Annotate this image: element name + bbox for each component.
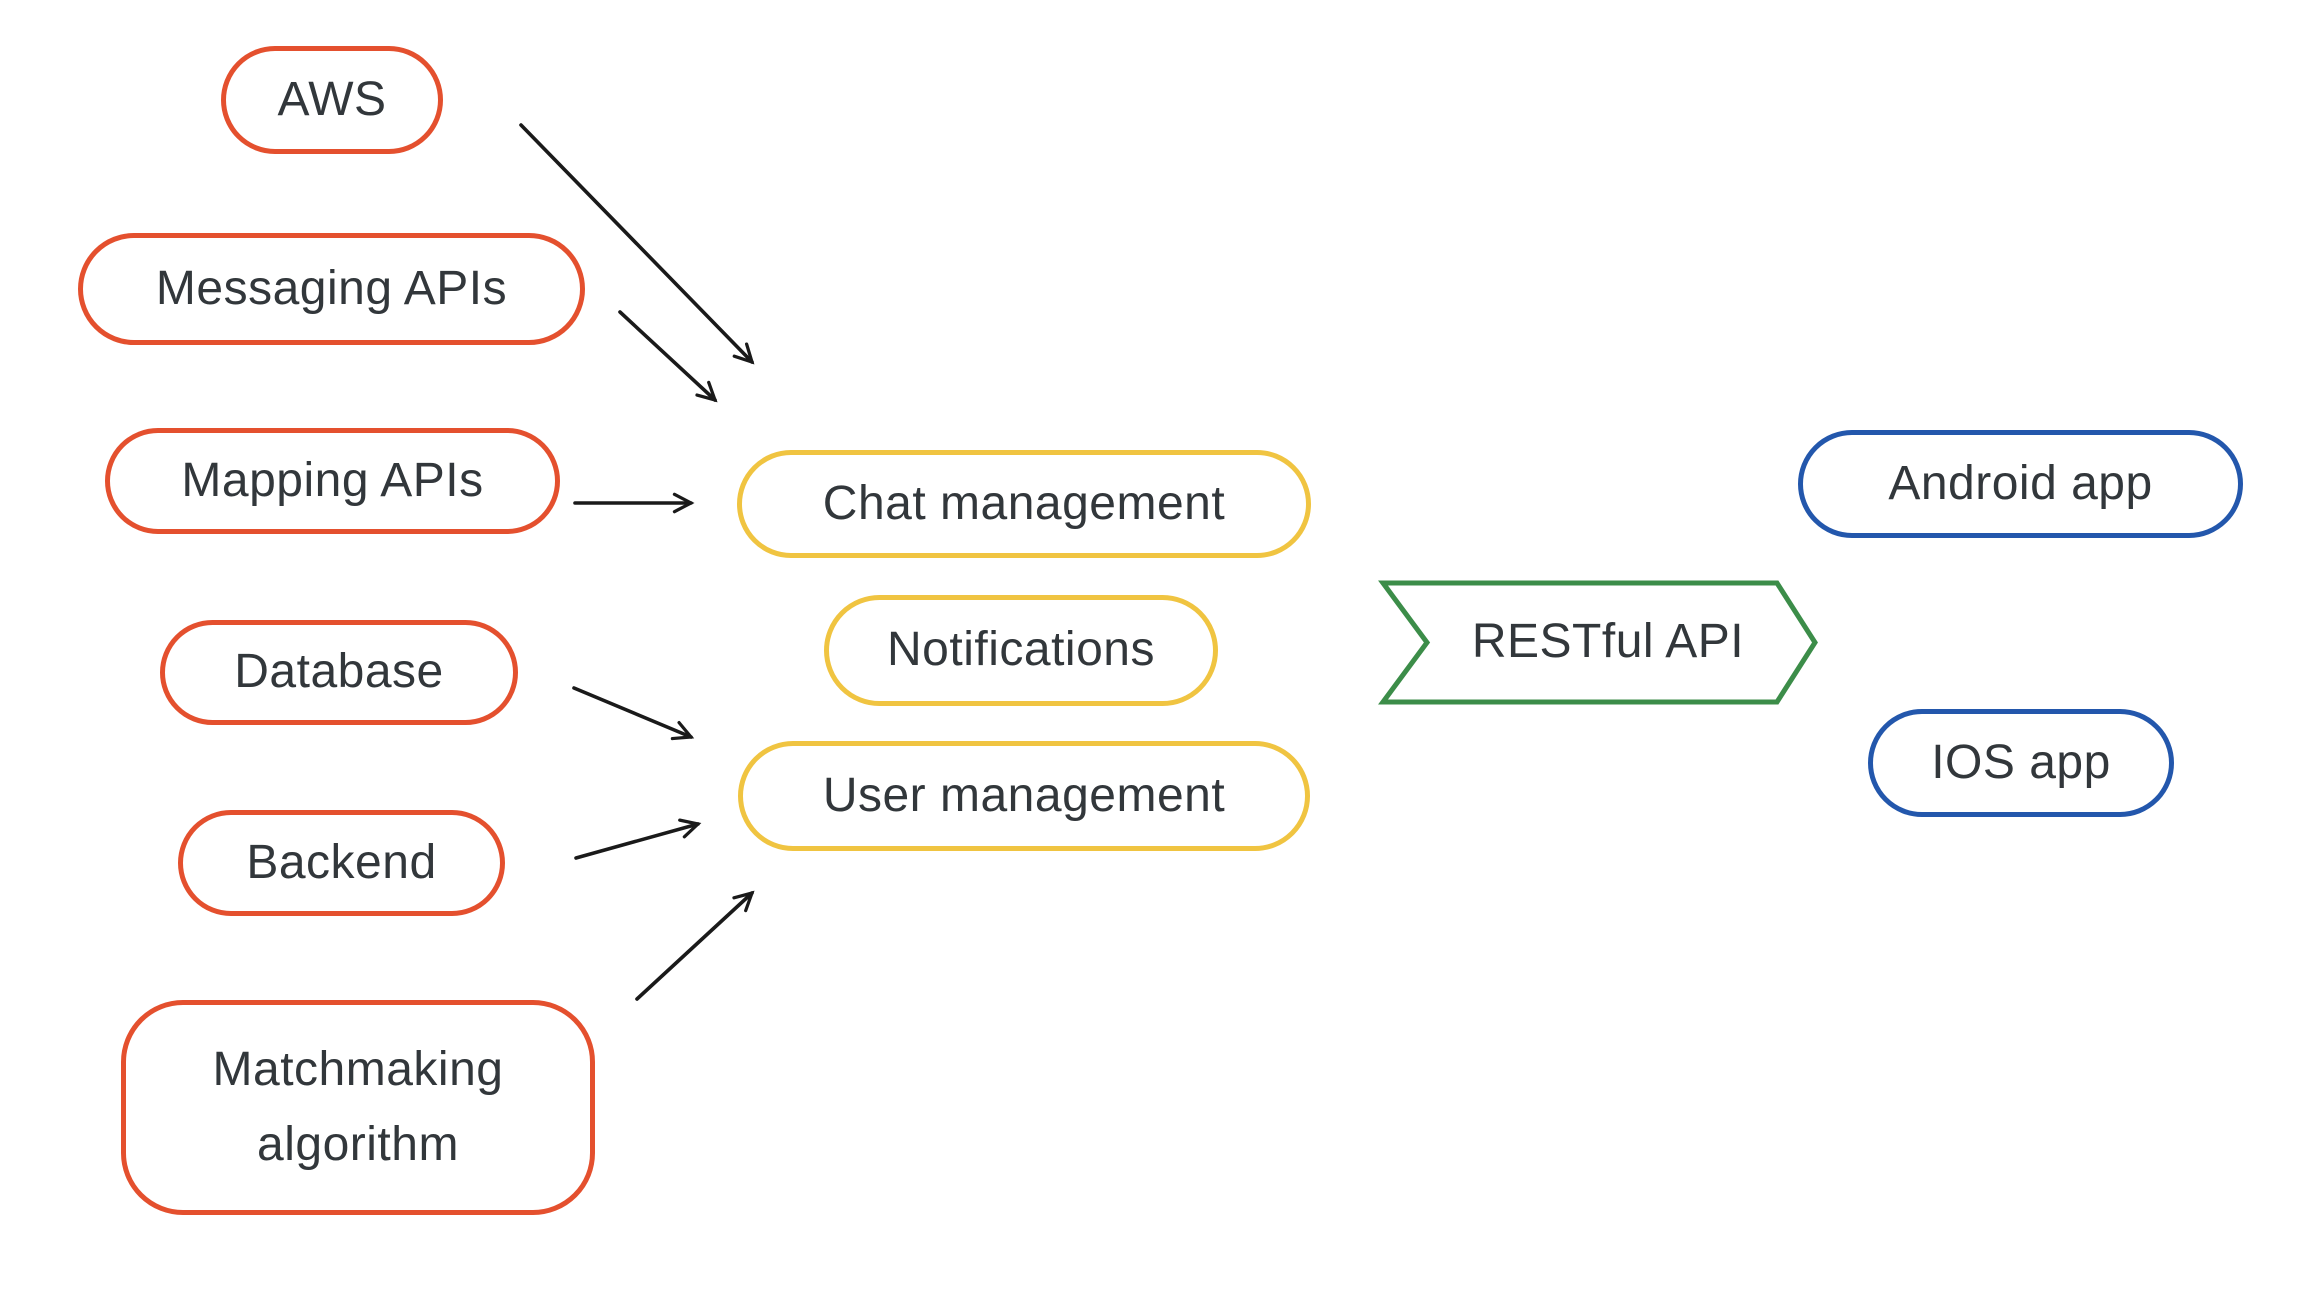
node-android-app-label: Android app (1888, 456, 2153, 510)
node-database: Database (160, 620, 518, 725)
node-matchmaking-algorithm-label: Matchmaking algorithm (212, 1043, 504, 1171)
node-ios-app: IOS app (1868, 709, 2174, 817)
node-restful-api: RESTful API (1438, 586, 1778, 698)
node-restful-api-label: RESTful API (1471, 614, 1745, 668)
arrow-database-to-user-management (572, 686, 695, 741)
node-aws: AWS (221, 46, 443, 154)
arrow-messaging-apis-to-chat-management (618, 310, 718, 403)
node-messaging-apis-label: Messaging APIs (155, 261, 508, 315)
node-notifications-label: Notifications (887, 623, 1155, 677)
node-database-label: Database (234, 645, 444, 699)
node-user-management-label: User management (822, 768, 1226, 822)
node-aws-label: AWS (277, 72, 387, 126)
node-mapping-apis: Mapping APIs (105, 428, 560, 534)
node-user-management: User management (738, 741, 1310, 851)
node-ios-app-label: IOS app (1931, 735, 2111, 789)
node-backend-label: Backend (246, 835, 437, 889)
node-mapping-apis-label: Mapping APIs (181, 453, 484, 507)
arrow-matchmaking-to-user-management (635, 890, 755, 1001)
node-messaging-apis: Messaging APIs (78, 233, 585, 345)
node-matchmaking-algorithm: Matchmaking algorithm (121, 1000, 595, 1215)
node-chat-management-label: Chat management (822, 476, 1226, 530)
node-notifications: Notifications (824, 595, 1218, 706)
node-backend: Backend (178, 810, 505, 916)
node-android-app: Android app (1798, 430, 2243, 538)
arrow-backend-to-user-management (574, 818, 702, 860)
node-chat-management: Chat management (737, 450, 1311, 558)
